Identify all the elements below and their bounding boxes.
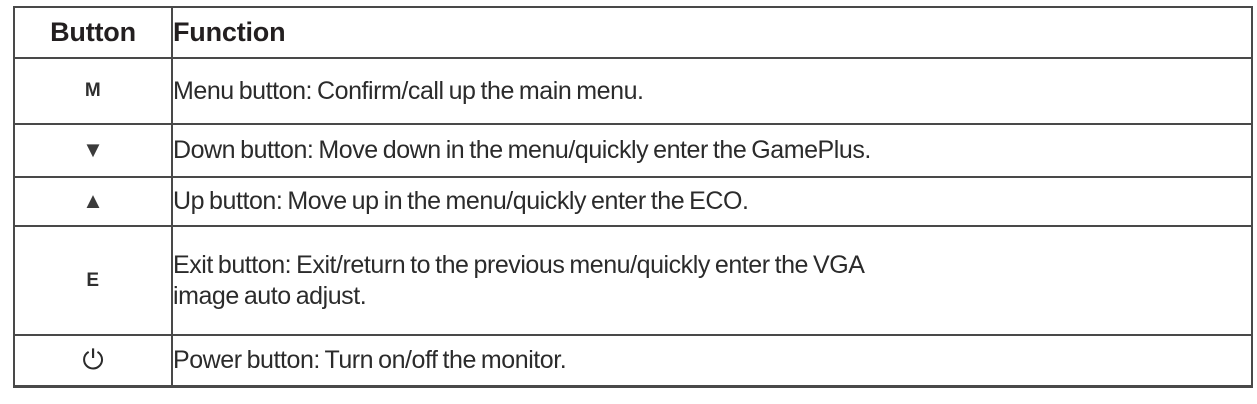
function-text-line: Exit button: Exit/return to the previous… [173, 251, 865, 279]
table-row: ▼ Down button: Move down in the menu/qui… [13, 123, 1253, 178]
table-header-row: Button Function [13, 6, 1253, 59]
button-cell-exit: E [13, 225, 173, 336]
letter-e-icon: E [86, 269, 100, 291]
power-icon: ⏻ [82, 345, 104, 375]
button-cell-down: ▼ [13, 123, 173, 178]
button-cell-power: ⏻ [13, 334, 173, 388]
button-cell-up: ▲ [13, 176, 173, 227]
table-row: M Menu button: Confirm/call up the main … [13, 57, 1253, 125]
function-cell-menu: Menu button: Confirm/call up the main me… [171, 57, 1253, 125]
column-header-function: Function [171, 6, 1253, 59]
function-text-line: Power button: Turn on/off the monitor. [173, 346, 567, 375]
function-text-line: image auto adjust. [173, 281, 367, 310]
table-row: ▲ Up button: Move up in the menu/quickly… [13, 176, 1253, 227]
button-cell-menu: M [13, 57, 173, 125]
function-text-line: Up button: Move up in the menu/quickly e… [173, 187, 749, 216]
function-cell-exit: Exit button: Exit/return to the previous… [171, 225, 1253, 336]
column-header-button: Button [13, 6, 173, 59]
function-cell-power: Power button: Turn on/off the monitor. [171, 334, 1253, 388]
letter-m-icon: M [84, 80, 102, 101]
triangle-up-icon: ▲ [82, 188, 104, 213]
table-row: E Exit button: Exit/return to the previo… [13, 225, 1253, 336]
function-cell-down: Down button: Move down in the menu/quick… [171, 123, 1253, 178]
table-header: Button Function [13, 6, 1253, 59]
function-text-line: Menu button: Confirm/call up the main me… [173, 76, 644, 105]
function-cell-up: Up button: Move up in the menu/quickly e… [171, 176, 1253, 227]
table-row: ⏻ Power button: Turn on/off the monitor. [13, 334, 1253, 388]
button-function-table: Button Function M Menu button: Confirm/c… [13, 6, 1253, 388]
table-body: M Menu button: Confirm/call up the main … [13, 57, 1253, 388]
triangle-down-icon: ▼ [82, 137, 104, 162]
function-text-line: Down button: Move down in the menu/quick… [173, 136, 871, 165]
